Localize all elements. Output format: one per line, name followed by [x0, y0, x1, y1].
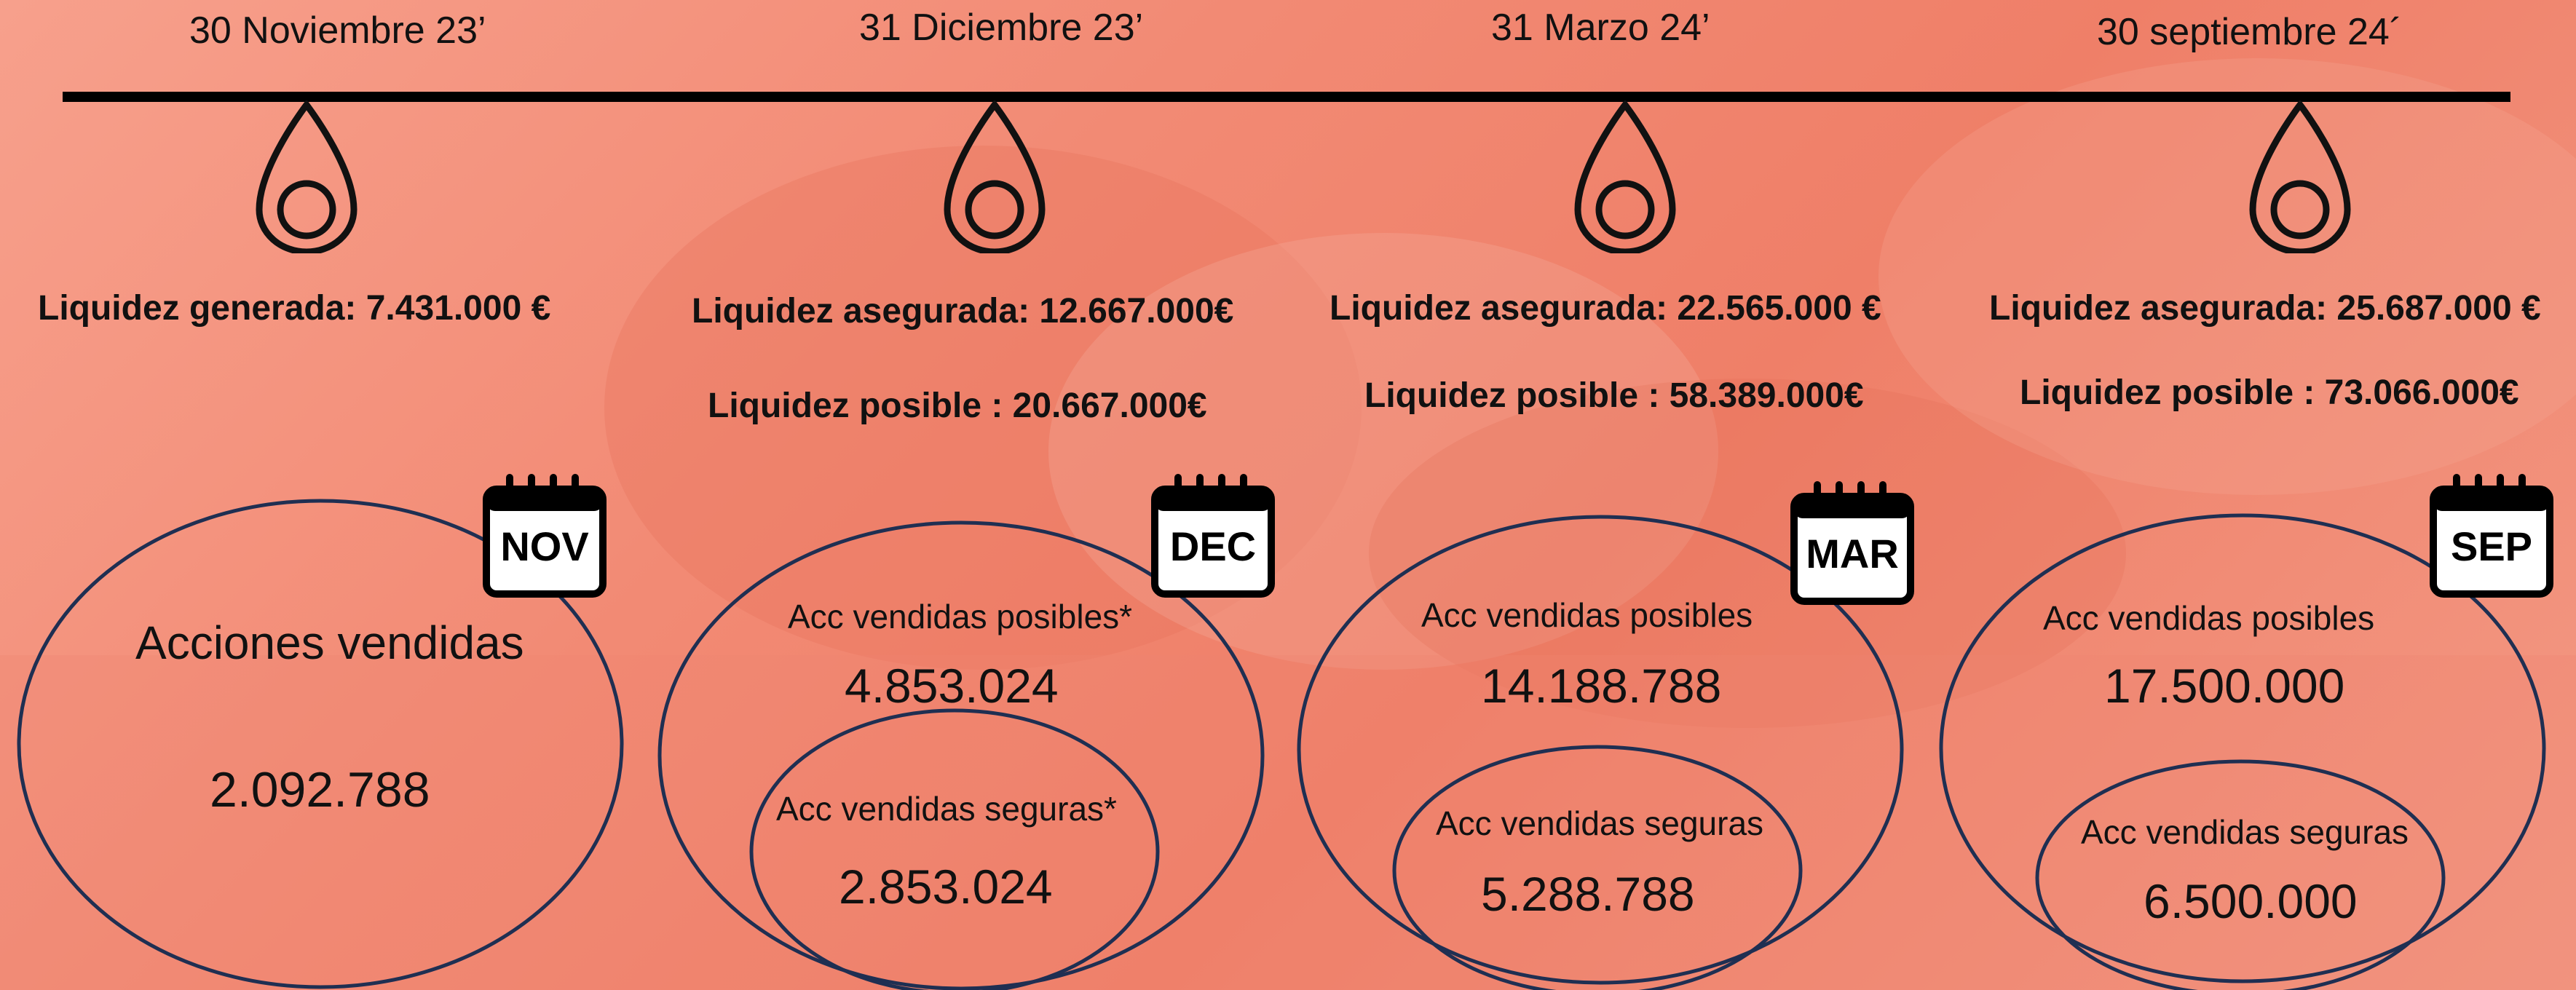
possible-shares-value: 14.188.788	[1481, 659, 1722, 713]
date-label-dec: 31 Diciembre 23’	[859, 7, 1144, 49]
liquidity-secured: Liquidez asegurada: 12.667.000€	[692, 292, 1234, 330]
shares-sold-title: Acciones vendidas	[135, 617, 524, 669]
possible-shares-value: 4.853.024	[845, 659, 1059, 713]
location-pin-icon	[256, 100, 357, 253]
calendar-icon: SEP	[2429, 473, 2554, 598]
secured-shares-value: 6.500.000	[2144, 874, 2358, 928]
liquidity-possible: Liquidez posible : 20.667.000€	[708, 387, 1207, 425]
possible-shares-title: Acc vendidas posibles	[2043, 599, 2375, 637]
possible-shares-title: Acc vendidas posibles*	[788, 598, 1133, 635]
location-pin-icon	[2249, 100, 2351, 253]
possible-shares-value: 17.500.000	[2104, 659, 2345, 713]
secured-shares-value: 2.853.024	[839, 860, 1053, 914]
calendar-month: MAR	[1806, 531, 1899, 577]
location-pin-icon	[1574, 100, 1676, 253]
calendar-month: SEP	[2450, 523, 2533, 569]
calendar-icon: MAR	[1790, 480, 1915, 606]
liquidity-possible: Liquidez posible : 73.066.000€	[2020, 373, 2519, 412]
calendar-icon: NOV	[482, 473, 607, 598]
liquidity-secured: Liquidez asegurada: 25.687.000 €	[1989, 289, 2541, 328]
date-label-mar: 31 Marzo 24’	[1491, 7, 1710, 49]
shares-sold-value: 2.092.788	[210, 762, 430, 817]
secured-shares-title: Acc vendidas seguras	[2081, 813, 2409, 851]
timeline-line	[63, 92, 2510, 102]
possible-shares-title: Acc vendidas posibles	[1421, 596, 1753, 634]
liquidity-secured: Liquidez asegurada: 22.565.000 €	[1330, 289, 1881, 328]
secured-shares-value: 5.288.788	[1481, 867, 1695, 921]
calendar-icon: DEC	[1150, 473, 1276, 598]
liquidity-generated: Liquidez generada: 7.431.000 €	[38, 289, 551, 328]
calendar-month: DEC	[1169, 523, 1257, 569]
liquidity-possible: Liquidez posible : 58.389.000€	[1364, 376, 1864, 415]
date-label-sep: 30 septiembre 24´	[2097, 11, 2403, 53]
secured-shares-title: Acc vendidas seguras*	[776, 790, 1117, 828]
date-label-nov: 30 Noviembre 23’	[189, 9, 486, 52]
secured-shares-title: Acc vendidas seguras	[1436, 804, 1764, 842]
location-pin-icon	[944, 100, 1046, 253]
calendar-month: NOV	[500, 523, 589, 569]
